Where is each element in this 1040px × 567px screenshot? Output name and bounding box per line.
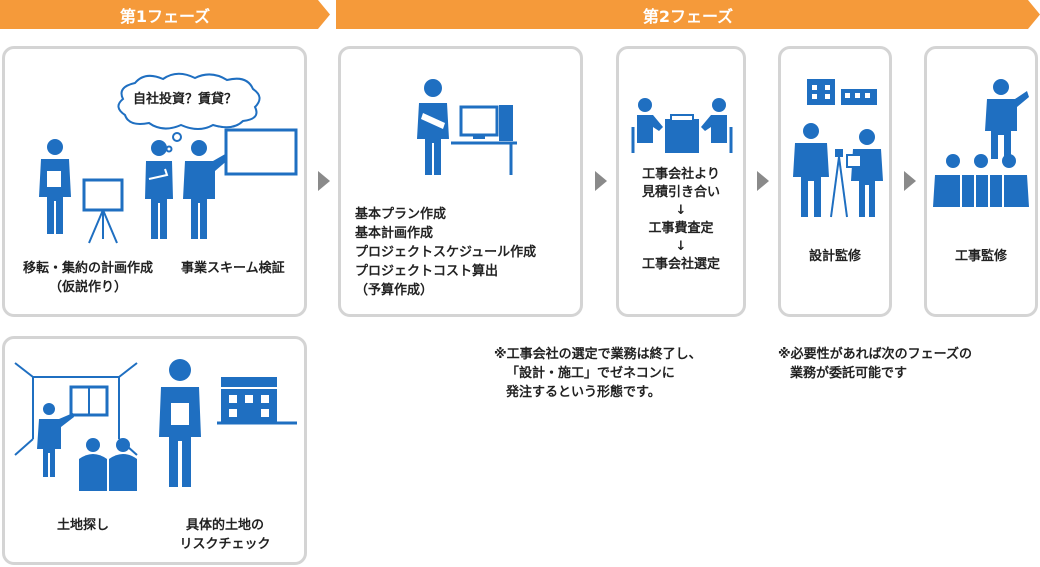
note-left-line-3: 発注するという形態です。 <box>506 385 661 400</box>
room-presentation-icon <box>14 362 138 491</box>
construction-supervision-label: 工事監修 <box>954 249 1007 264</box>
construction-line-2: 見積引き合い <box>641 185 720 200</box>
person-document-icon <box>39 139 71 234</box>
land-risk-label-line-1: 具体的土地の <box>185 518 264 533</box>
land-risk-label: 具体的土地の リスクチェック <box>165 516 285 554</box>
planning-label-line-1: 移転・集約の計画作成 <box>22 261 153 276</box>
card-basic-plan: 基本プラン作成 基本計画作成 プロジェクトスケジュール作成 プロジェクトコスト算… <box>338 46 583 317</box>
note-left-line-2: 「設計・施工」でゼネコンに <box>506 366 675 381</box>
land-search-label: 土地探し <box>57 518 110 533</box>
construction-label: 工事会社より 見積引き合い ↓ 工事費査定 ↓ 工事会社選定 <box>619 166 743 274</box>
note-left-line-1: ※工事会社の選定で業務は終了し、 <box>494 347 702 362</box>
basic-plan-label: 基本プラン作成 基本計画作成 プロジェクトスケジュール作成 プロジェクトコスト算… <box>355 205 536 300</box>
scheme-label: 事業スキーム検証 <box>181 261 285 276</box>
planning-label: 移転・集約の計画作成 （仮説作り） <box>13 259 163 297</box>
basic-plan-line-3: プロジェクトスケジュール作成 <box>355 245 537 260</box>
design-supervision-label: 設計監修 <box>808 249 861 264</box>
meeting-table-icon <box>631 98 733 153</box>
basic-plan-line-1: 基本プラン作成 <box>355 207 447 222</box>
speech-bubble-text: 自社投資？賃貸？ <box>133 92 238 107</box>
workers-supervisor-icon <box>933 79 1029 207</box>
note-right-line-1: ※必要性があれば次のフェーズの <box>778 347 972 362</box>
speech-bubble-icon <box>117 72 261 153</box>
note-right: ※必要性があれば次のフェーズの 業務が委託可能です <box>778 345 972 383</box>
person-thinking-icon <box>145 140 173 239</box>
construction-line-3: ↓ <box>675 203 687 218</box>
construction-line-5: ↓ <box>675 239 687 254</box>
phase-2-label: 第2フェーズ <box>642 6 734 26</box>
basic-plan-line-5: （予算作成） <box>355 283 434 298</box>
land-risk-label-line-2: リスクチェック <box>179 537 271 552</box>
easel-icon <box>82 178 124 244</box>
surveyors-buildings-icon <box>793 79 883 218</box>
note-left: ※工事会社の選定で業務は終了し、 「設計・施工」でゼネコンに 発注するという形態… <box>494 345 702 402</box>
card-design-supervision: 設計監修 <box>778 46 892 317</box>
person-desk-computer-icon <box>417 79 517 175</box>
building-icon <box>217 377 297 425</box>
phase-2-banner: 第2フェーズ <box>336 0 1040 29</box>
card-planning: 自社投資？賃貸？ 移転・集約の計画作成 （仮説作り） 事業スキーム検証 <box>2 46 307 317</box>
flow-arrow-2 <box>595 171 607 191</box>
basic-plan-line-2: 基本計画作成 <box>355 226 434 241</box>
note-right-line-2: 業務が委託可能です <box>790 366 908 381</box>
construction-line-6: 工事会社選定 <box>641 257 720 272</box>
construction-line-4: 工事費査定 <box>648 221 714 236</box>
construction-line-1: 工事会社より <box>642 167 720 182</box>
card-land: 土地探し 具体的土地の リスクチェック <box>2 336 307 565</box>
planning-label-line-2: （仮説作り） <box>48 280 127 295</box>
card-construction-supervision: 工事監修 <box>924 46 1038 317</box>
phase-1-label: 第1フェーズ <box>119 6 211 26</box>
flow-arrow-4 <box>904 171 916 191</box>
whiteboard-icon <box>224 128 298 176</box>
flow-arrow-1 <box>318 171 330 191</box>
card-construction: 工事会社より 見積引き合い ↓ 工事費査定 ↓ 工事会社選定 <box>616 46 746 317</box>
basic-plan-line-4: プロジェクトコスト算出 <box>355 264 499 279</box>
phase-1-banner: 第1フェーズ <box>0 0 330 29</box>
person-presenting-icon <box>183 140 229 239</box>
flow-arrow-3 <box>757 171 769 191</box>
person-document-large-icon <box>159 359 201 487</box>
